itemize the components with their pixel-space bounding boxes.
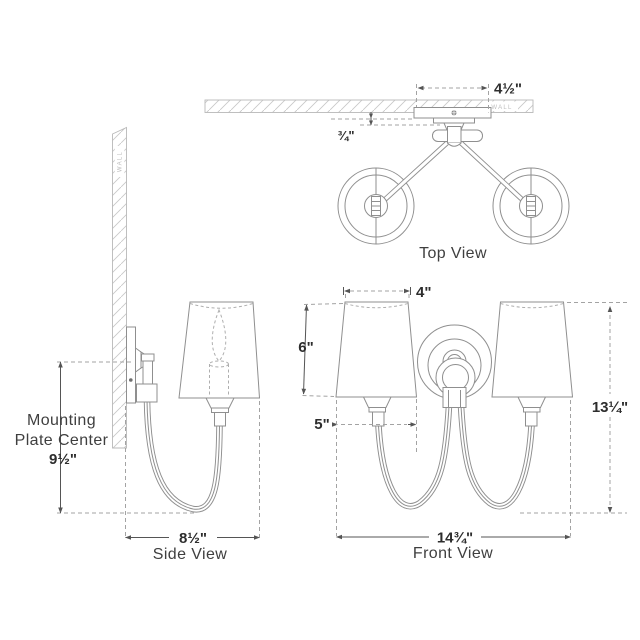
wall-label-side: WALL bbox=[118, 151, 124, 172]
side-view-label: Side View bbox=[153, 546, 228, 563]
dim-fixture-width-text: 14¾" bbox=[437, 530, 473, 547]
socket-side bbox=[205, 397, 235, 427]
top-view-label: Top View bbox=[419, 245, 487, 262]
plate-screw bbox=[129, 378, 133, 382]
dimension-plate-width: 4½" bbox=[416, 81, 522, 113]
dimension-shade-top-width: 4" bbox=[343, 284, 431, 301]
plate-lip bbox=[433, 117, 475, 124]
right-socket-top bbox=[519, 194, 543, 218]
hub-arc bbox=[447, 142, 462, 147]
dimension-shade-height: 6" bbox=[298, 303, 344, 397]
dim-depth-text: 8½" bbox=[179, 530, 207, 547]
dim-shade-top-width-text: 4" bbox=[416, 284, 431, 301]
mounting-note-line2: Plate Center bbox=[15, 432, 109, 449]
shade-top-seam bbox=[189, 303, 254, 309]
left-socket-front bbox=[362, 396, 392, 427]
wall-section-side bbox=[112, 126, 127, 449]
dim-fixture-height-text: 13¼" bbox=[592, 399, 628, 416]
front-left-arm bbox=[375, 405, 453, 510]
front-view: 4" 6" 5" 13¼" bbox=[298, 284, 628, 562]
hub-block bbox=[447, 126, 462, 144]
wall-label: WALL bbox=[491, 105, 512, 111]
left-shade-front bbox=[335, 301, 418, 398]
side-view: WALL bbox=[15, 126, 261, 563]
dimension-wall-offset: ¾" bbox=[331, 112, 440, 143]
dim-shade-height-text: 6" bbox=[298, 339, 313, 356]
front-view-label: Front View bbox=[413, 545, 493, 562]
screw-icon bbox=[451, 110, 457, 116]
arm-bracket bbox=[136, 383, 158, 403]
side-arm bbox=[143, 399, 223, 513]
arm-stem-cap bbox=[141, 353, 155, 362]
right-socket-front bbox=[517, 396, 547, 427]
wall-label-mask-side bbox=[114, 146, 125, 177]
candle-bulb-dashed bbox=[209, 308, 229, 397]
dimension-depth: 8½" bbox=[125, 530, 260, 547]
mounting-note-line1: Mounting bbox=[27, 412, 96, 429]
right-shade-seam bbox=[500, 303, 564, 309]
dim-wall-offset-text: ¾" bbox=[337, 128, 354, 143]
dim-mounting-height-text: 9½" bbox=[49, 451, 77, 468]
stem-block bbox=[442, 387, 467, 408]
dim-shade-bottom-width-text: 5" bbox=[314, 416, 329, 433]
mounting-plate-side bbox=[126, 326, 136, 404]
left-socket-top bbox=[364, 194, 388, 218]
shade-side bbox=[178, 301, 261, 399]
dimension-shade-bottom-width: 5" bbox=[314, 399, 417, 454]
top-view: WALL bbox=[204, 81, 570, 262]
left-shade-seam bbox=[344, 303, 409, 309]
dim-plate-width-text: 4½" bbox=[494, 81, 522, 98]
dimension-mounting-height bbox=[58, 361, 63, 514]
dimension-fixture-width: 14¾" bbox=[336, 400, 571, 547]
right-shade-front bbox=[491, 301, 574, 398]
plate-boss bbox=[135, 347, 142, 373]
top-arms bbox=[378, 141, 529, 206]
dimension-fixture-height: 13¼" bbox=[520, 302, 628, 514]
wall-label-mask bbox=[486, 101, 518, 111]
front-right-arm bbox=[457, 405, 535, 510]
